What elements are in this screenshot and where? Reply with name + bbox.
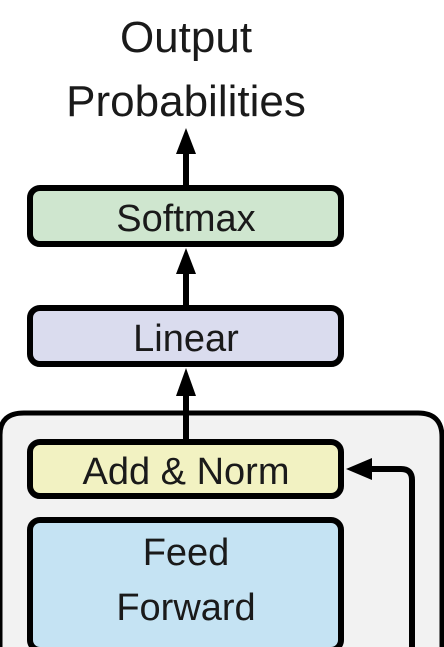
feed-forward-label-line2: Forward — [116, 587, 255, 629]
softmax-block: Softmax — [27, 185, 344, 247]
add-norm-block: Add & Norm — [27, 439, 344, 499]
add-norm-label: Add & Norm — [83, 451, 290, 493]
arrow-softmax-to-output — [176, 128, 196, 188]
arrow-linear-to-softmax — [176, 248, 196, 308]
arrow-addnorm-to-linear — [176, 368, 196, 442]
softmax-label: Softmax — [116, 198, 255, 240]
output-title-line1: Output — [120, 13, 252, 62]
feed-forward-block: Feed Forward — [27, 517, 344, 647]
linear-block: Linear — [27, 305, 344, 367]
linear-label: Linear — [133, 318, 239, 360]
residual-arrow — [346, 458, 415, 647]
feed-forward-label-line1: Feed — [143, 532, 230, 574]
output-title-line2: Probabilities — [66, 77, 306, 126]
